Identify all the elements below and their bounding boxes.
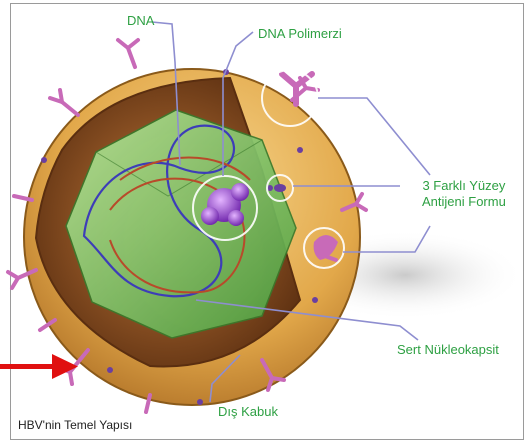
- label-surface-antigen-line2: Antijeni Formu: [422, 194, 506, 210]
- label-dna: DNA: [127, 13, 154, 29]
- antigen-form-small: [274, 184, 286, 192]
- label-nucleocapsid: Sert Nükleokapsit: [397, 342, 499, 358]
- label-surface-antigen: 3 Farklı Yüzey Antijeni Formu: [422, 178, 506, 210]
- label-surface-antigen-line1: 3 Farklı Yüzey: [422, 178, 506, 194]
- label-dna-polymerase: DNA Polimerzi: [258, 26, 342, 42]
- figure-caption: HBV'nin Temel Yapısı: [18, 418, 132, 432]
- label-outer-shell: Dış Kabuk: [218, 404, 278, 420]
- red-arrow-icon: [0, 354, 78, 379]
